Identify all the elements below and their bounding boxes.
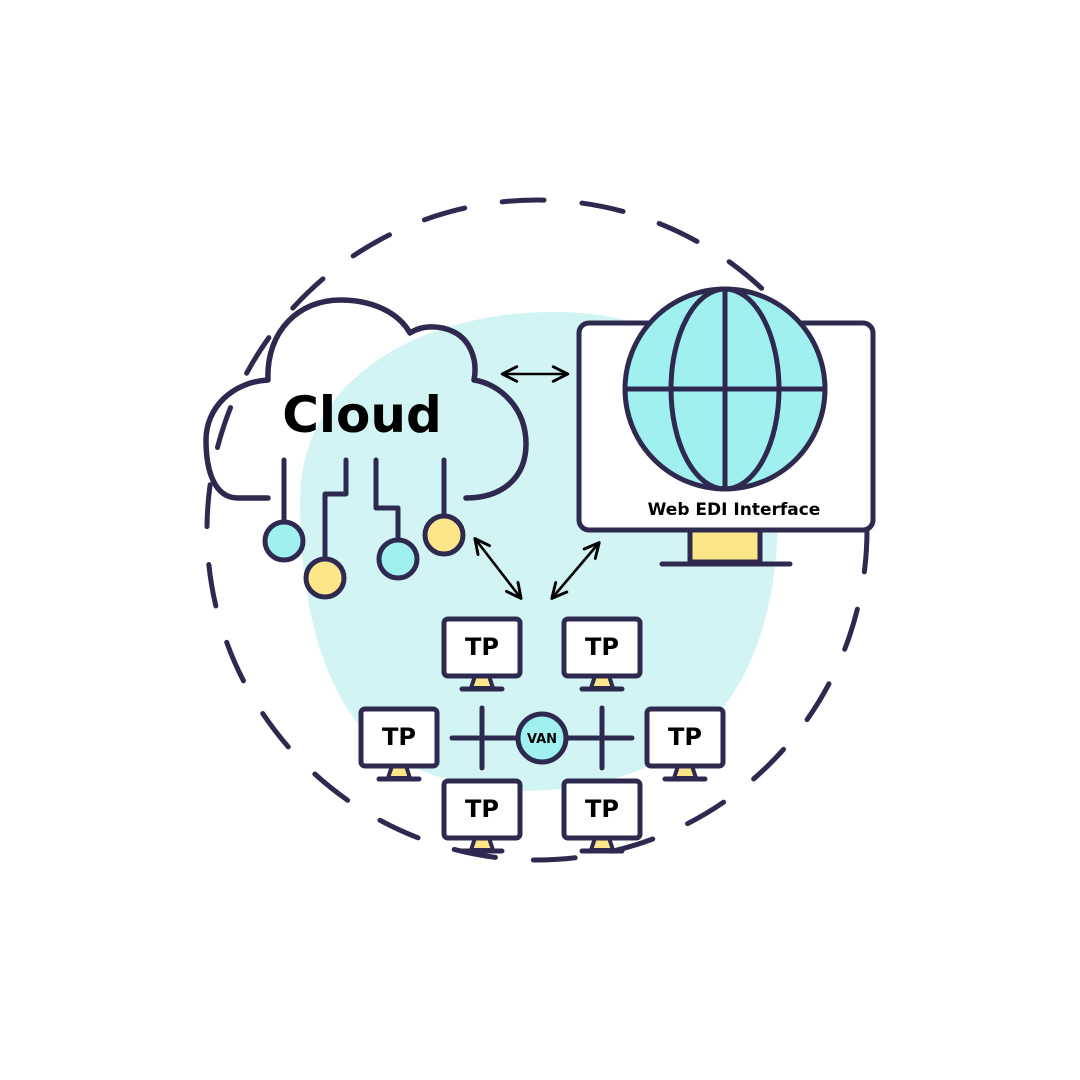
globe-icon — [622, 286, 828, 492]
tp-monitor: TP — [561, 778, 643, 854]
trading-partners: TP TP TP TP TP TP — [358, 616, 726, 854]
connector-node-cyan — [376, 537, 420, 581]
tp-monitor-screen — [441, 778, 523, 841]
tp-monitor-screen — [441, 616, 523, 679]
connector-node-cyan — [262, 519, 306, 563]
tp-label: TP — [465, 795, 499, 823]
tp-label: TP — [382, 723, 416, 751]
arrow-cloud-partners — [473, 537, 523, 600]
tp-monitor: TP — [441, 616, 523, 692]
cloud-label: Cloud — [282, 386, 442, 444]
tp-label: TP — [585, 795, 619, 823]
tp-monitor-screen — [358, 706, 440, 769]
tp-monitor: TP — [561, 616, 643, 692]
tp-monitor-screen — [561, 616, 643, 679]
tp-label: TP — [668, 723, 702, 751]
cloud-connectors — [262, 457, 466, 600]
web-edi-monitor: Web EDI Interface — [576, 286, 876, 567]
van-label: VAN — [527, 732, 557, 747]
cloud-icon: Cloud — [203, 297, 529, 501]
web-edi-label: Web EDI Interface — [648, 500, 821, 520]
tp-label: TP — [465, 633, 499, 661]
tp-monitor: TP — [358, 706, 440, 782]
tp-monitor: TP — [441, 778, 523, 854]
tp-monitor: TP — [644, 706, 726, 782]
connector-node-yellow — [303, 556, 347, 600]
tp-monitor-screen — [561, 778, 643, 841]
tp-label: TP — [585, 633, 619, 661]
connector-node-yellow — [422, 513, 466, 557]
tp-monitor-screen — [644, 706, 726, 769]
van-hub — [515, 711, 569, 765]
arrow-web-partners — [550, 541, 601, 600]
